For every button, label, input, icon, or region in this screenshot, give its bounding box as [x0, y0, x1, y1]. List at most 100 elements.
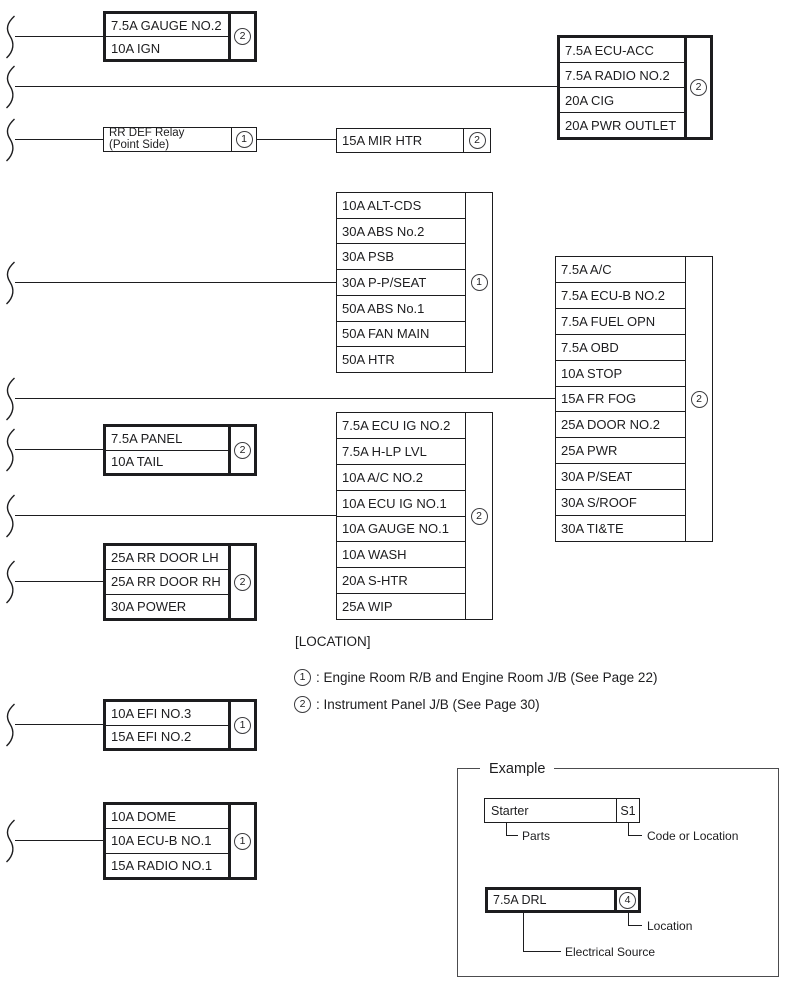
circled-location-number: 4	[619, 891, 636, 909]
circled-location-number: 1	[234, 716, 251, 734]
example-panel: Example Starter S1 Parts Code or Locatio…	[457, 760, 779, 977]
caption-code-or-location: Code or Location	[647, 829, 739, 843]
fuse-label: 20A CIG	[560, 88, 684, 113]
legend-text: : Instrument Panel J/B (See Page 30)	[316, 697, 540, 712]
fuse-box-rr-door-power: 25A RR DOOR LH 25A RR DOOR RH 30A POWER …	[103, 543, 257, 621]
fuse-box-ecu-ig: 7.5A ECU IG NO.2 7.5A H-LP LVL 10A A/C N…	[336, 412, 493, 620]
fuse-label: 25A RR DOOR LH	[106, 546, 228, 571]
fuse-label: 15A FR FOG	[556, 387, 685, 413]
location-cell: 2	[685, 257, 712, 541]
fuse-label: 50A ABS No.1	[337, 296, 465, 322]
wire-connector	[15, 449, 103, 451]
wire-connector	[15, 515, 336, 517]
example-code-cell: S1	[616, 799, 639, 822]
fuse-label: 20A S-HTR	[337, 568, 465, 595]
fuse-label: 20A PWR OUTLET	[565, 117, 677, 133]
fuse-label: 30A S/ROOF	[556, 490, 685, 517]
caption-electrical-source: Electrical Source	[565, 945, 656, 959]
wire-connector	[15, 581, 103, 583]
circled-location-number: 2	[468, 132, 486, 149]
wire-break-icon	[6, 65, 15, 109]
fuse-label: 25A PWR	[556, 438, 685, 465]
wire-break-icon	[6, 428, 15, 472]
fuse-label: 25A DOOR NO.2	[556, 412, 685, 439]
caption-location: Location	[647, 919, 693, 933]
connector-line	[628, 913, 630, 926]
example-source-label: 7.5A DRL	[493, 893, 547, 907]
connector-line	[523, 913, 525, 952]
fuse-box-instrument-panel: 7.5A A/C 7.5A ECU-B NO.2 7.5A FUEL OPN 7…	[555, 256, 713, 542]
circled-location-number: 1	[234, 832, 251, 850]
location-cell: 1	[228, 805, 254, 877]
fuse-box-engine-room: 10A ALT-CDS 30A ABS No.2 30A PSB 30A P-P…	[336, 192, 493, 373]
circled-location-number: 2	[234, 573, 251, 591]
fuse-label: 7.5A A/C	[556, 257, 685, 283]
circled-1-icon: 1	[294, 669, 311, 686]
circled-location-number: 1	[235, 131, 253, 148]
fuse-label: 10A ECU-B NO.1	[106, 829, 228, 854]
fuse-label: 10A DOME	[106, 805, 228, 830]
legend-item: 1 : Engine Room R/B and Engine Room J/B …	[294, 669, 657, 686]
example-source-box: 7.5A DRL 4	[485, 887, 641, 913]
wire-connector	[15, 724, 103, 726]
location-cell: 2	[465, 413, 492, 619]
circled-2-icon: 2	[294, 696, 311, 713]
circled-location-number: 1	[470, 274, 488, 291]
fuse-label: 7.5A FUEL OPN	[556, 309, 685, 335]
fuse-label: 30A POWER	[111, 598, 187, 614]
fuse-label: 30A ABS No.2	[337, 219, 465, 245]
wire-break-icon	[6, 15, 15, 59]
fuse-box-gauge-ign: 7.5A GAUGE NO.2 10A IGN 2	[103, 11, 257, 62]
fuse-label: 30A TI&TE	[561, 521, 624, 537]
example-parts-label: Starter	[491, 803, 529, 818]
location-cell: 2	[684, 38, 710, 137]
relay-label-line2: (Point Side)	[109, 138, 170, 151]
fuse-label: 10A A/C NO.2	[337, 465, 465, 491]
fuse-label: 10A EFI NO.3	[106, 702, 228, 726]
wire-connector	[15, 139, 103, 141]
wire-connector	[15, 282, 336, 284]
location-cell: 1	[231, 128, 256, 151]
fuse-box-efi: 10A EFI NO.3 15A EFI NO.2 1	[103, 699, 257, 751]
fuse-label: 7.5A GAUGE NO.2	[106, 14, 228, 37]
circled-location-number: 2	[234, 441, 251, 459]
connector-line	[506, 835, 518, 837]
fuse-label: 50A HTR	[342, 352, 395, 368]
fuse-label: 10A GAUGE NO.1	[337, 517, 465, 543]
fuse-box-mir-htr: 15A MIR HTR 2	[336, 128, 491, 153]
location-cell: 4	[614, 890, 638, 910]
fuse-box-dome: 10A DOME 10A ECU-B NO.1 15A RADIO NO.1 1	[103, 802, 257, 880]
relay-label-line1: RR DEF Relay	[109, 128, 185, 139]
location-cell: 1	[228, 702, 254, 748]
legend-text: : Engine Room R/B and Engine Room J/B (S…	[316, 670, 658, 685]
wire-break-icon	[6, 819, 15, 863]
location-cell: 2	[228, 546, 254, 618]
fuse-label: 7.5A OBD	[556, 335, 685, 361]
caption-parts: Parts	[522, 829, 551, 843]
connector-line	[506, 823, 508, 836]
fuse-label: 10A TAIL	[111, 454, 164, 470]
fuse-label: 7.5A ECU IG NO.2	[337, 413, 465, 439]
fuse-label: 15A MIR HTR	[342, 133, 423, 148]
example-parts-box: Starter S1	[484, 798, 640, 823]
fuse-label: 30A P-P/SEAT	[337, 270, 465, 296]
fuse-label: 15A RADIO NO.1	[111, 857, 213, 873]
fuse-label: 15A EFI NO.2	[111, 729, 192, 745]
fuse-label: 7.5A ECU-B NO.2	[556, 283, 685, 309]
fuse-box-panel-tail: 7.5A PANEL 10A TAIL 2	[103, 424, 257, 476]
connector-line	[628, 925, 642, 927]
location-heading: [LOCATION]	[295, 634, 371, 649]
wire-break-icon	[6, 118, 15, 162]
fuse-label: 10A IGN	[111, 40, 161, 56]
connector-line	[628, 823, 630, 836]
example-title: Example	[480, 760, 555, 778]
circled-location-number: 2	[690, 390, 708, 408]
connector-line	[523, 951, 561, 953]
wire-connector	[15, 398, 555, 400]
fuse-label: 30A P/SEAT	[556, 464, 685, 491]
fuse-label: 25A WIP	[342, 599, 393, 615]
fuse-label: 7.5A ECU-ACC	[560, 38, 684, 63]
wire-connector	[257, 139, 336, 141]
location-cell: 2	[228, 427, 254, 473]
